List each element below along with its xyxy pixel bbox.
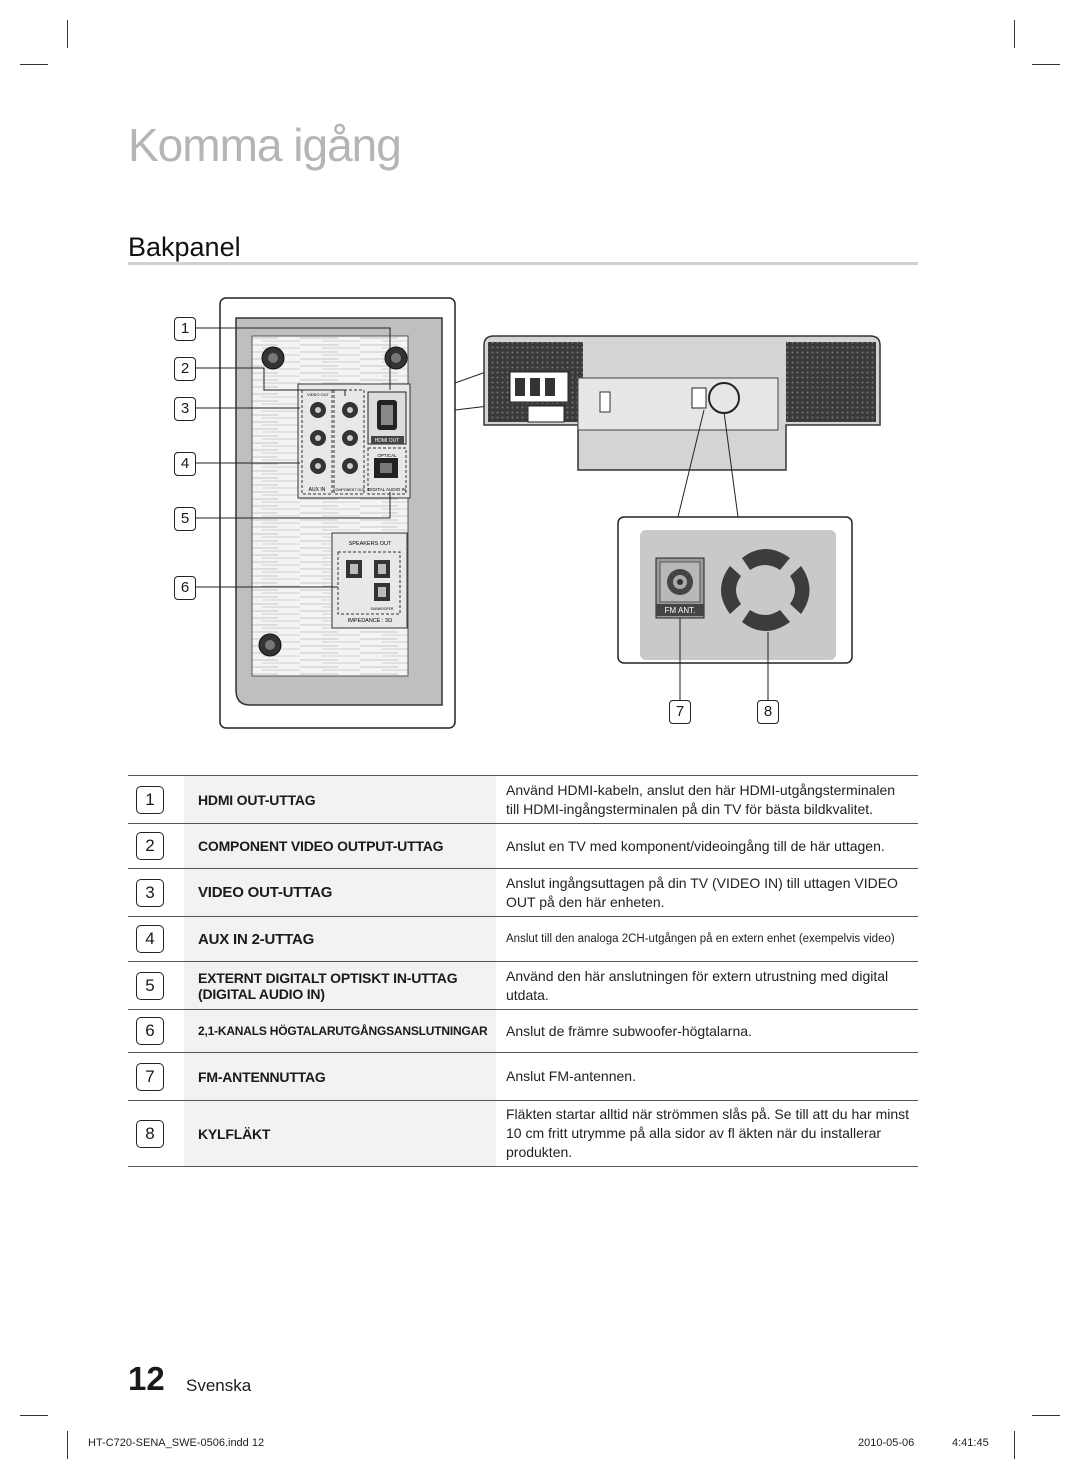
label-aux-in: AUX IN [309, 487, 326, 493]
row-description: Anslut ingångsuttagen på din TV (VIDEO I… [496, 868, 918, 917]
row-description: Fläkten startar alltid när strömmen slås… [496, 1100, 918, 1167]
callout-6: 6 [174, 576, 196, 600]
row-label: FM-ANTENNUTTAG [184, 1052, 496, 1101]
table-row: 6 2,1-KANALS HÖGTALARUTGÅNGSANSLUTNINGAR… [128, 1009, 918, 1053]
page-language: Svenska [186, 1376, 252, 1395]
table-row: 4 AUX IN 2-UTTAG Anslut till den analoga… [128, 916, 918, 962]
row-number: 5 [136, 971, 164, 1000]
callout-8: 8 [757, 700, 779, 724]
crop-mark [20, 1415, 48, 1416]
table-row: 8 KYLFLÄKT Fläkten startar alltid när st… [128, 1100, 918, 1167]
callout-1: 1 [174, 317, 196, 341]
label-component-out: COMPONENT OUT [333, 488, 366, 492]
row-label: VIDEO OUT-UTTAG [184, 868, 496, 917]
callout-5: 5 [174, 507, 196, 531]
crop-mark [1014, 1431, 1015, 1459]
page-number: 12 [128, 1360, 165, 1397]
label-video-out: VIDEO OUT [307, 392, 330, 397]
section-title: Bakpanel [128, 232, 241, 262]
table-row: 1 HDMI OUT-UTTAG Använd HDMI-kabeln, ans… [128, 775, 918, 824]
row-number: 8 [136, 1119, 164, 1148]
row-label: HDMI OUT-UTTAG [184, 775, 496, 824]
connector-table: 1 HDMI OUT-UTTAG Använd HDMI-kabeln, ans… [128, 775, 918, 1167]
row-number: 1 [136, 785, 164, 814]
row-number: 6 [136, 1017, 164, 1045]
label-optical: OPTICAL [377, 453, 397, 458]
crop-mark [1032, 1415, 1060, 1416]
label-digital-audio-in: DIGITAL AUDIO IN [368, 487, 406, 492]
section-rule [128, 262, 918, 265]
row-number: 7 [136, 1062, 164, 1091]
rear-panel-diagram: VIDEO OUT HDMI OUT OPTICAL AUX IN COMPON… [196, 297, 881, 729]
row-description: Anslut till den analoga 2CH-utgången på … [496, 916, 918, 962]
crop-mark [1032, 64, 1060, 65]
label-impedance: IMPEDANCE : 3Ω [348, 618, 392, 624]
callout-7: 7 [669, 700, 691, 724]
row-label: AUX IN 2-UTTAG [184, 916, 496, 962]
label-hdmi-out: HDMI OUT [375, 438, 400, 444]
row-label: 2,1-KANALS HÖGTALARUTGÅNGSANSLUTNINGAR [184, 1009, 496, 1053]
crop-mark [1014, 20, 1015, 48]
row-number: 3 [136, 878, 164, 907]
crop-mark [20, 64, 48, 65]
row-description: Använd den här anslutningen för extern u… [496, 961, 918, 1010]
row-label: COMPONENT VIDEO OUTPUT-UTTAG [184, 823, 496, 869]
table-row: 7 FM-ANTENNUTTAG Anslut FM-antennen. [128, 1052, 918, 1101]
label-fm-ant: FM ANT. [665, 606, 696, 615]
crop-mark [67, 20, 68, 48]
table-row: 2 COMPONENT VIDEO OUTPUT-UTTAG Anslut en… [128, 823, 918, 869]
fan-icon [721, 549, 810, 631]
callout-2: 2 [174, 357, 196, 381]
footer-time: 4:41:45 [952, 1437, 989, 1449]
footer-date: 2010-05-06 [858, 1437, 915, 1449]
row-description: Anslut FM-antennen. [496, 1052, 918, 1101]
row-number: 4 [136, 925, 164, 953]
callout-3: 3 [174, 397, 196, 421]
row-label: EXTERNT DIGITALT OPTISKT IN-UTTAG (DIGIT… [184, 961, 496, 1010]
footer-file: HT-C720-SENA_SWE-0506.indd 12 [88, 1437, 265, 1449]
row-description: Anslut en TV med komponent/videoingång t… [496, 823, 918, 869]
label-speakers-out: SPEAKERS OUT [349, 541, 392, 547]
row-description: Anslut de främre subwoofer-högtalarna. [496, 1009, 918, 1053]
crop-mark [67, 1431, 68, 1459]
callout-4: 4 [174, 452, 196, 476]
chapter-title: Komma igång [128, 119, 402, 171]
row-description: Använd HDMI-kabeln, anslut den här HDMI-… [496, 775, 918, 824]
row-label: KYLFLÄKT [184, 1100, 496, 1167]
table-row: 3 VIDEO OUT-UTTAG Anslut ingångsuttagen … [128, 868, 918, 917]
row-number: 2 [136, 832, 164, 860]
table-row: 5 EXTERNT DIGITALT OPTISKT IN-UTTAG (DIG… [128, 961, 918, 1010]
label-subwoofer: SUBWOOFER [371, 607, 394, 611]
